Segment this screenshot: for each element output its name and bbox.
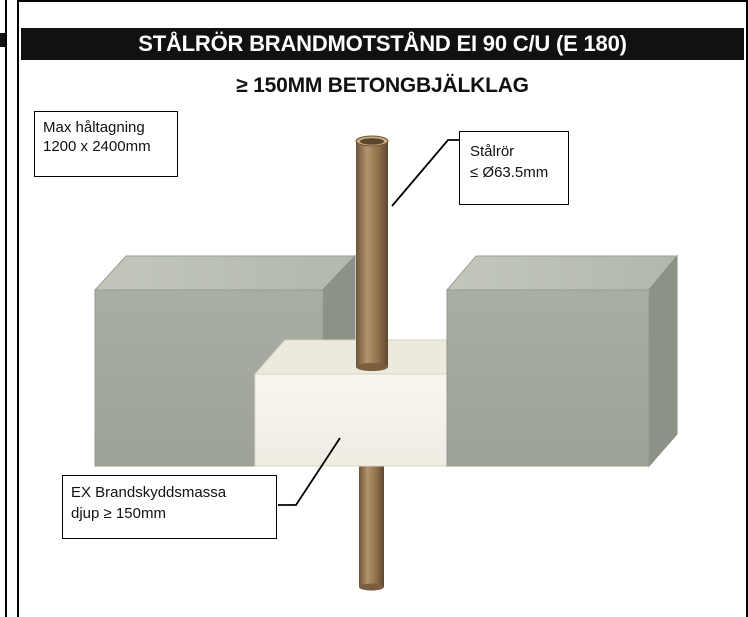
max-opening-label: Max håltagning 1200 x 2400mm [34, 111, 178, 177]
left-edge-mark [0, 33, 5, 47]
diagram-frame [17, 0, 748, 617]
steel-pipe [355, 135, 389, 371]
right-concrete-slab [445, 254, 679, 468]
max-opening-line2: 1200 x 2400mm [43, 138, 151, 155]
page-subtitle: ≥ 150MM BETONGBJÄLKLAG [236, 74, 529, 97]
steel-pipe-leader-line [391, 139, 460, 207]
steel-pipe-label: Stålrör ≤ Ø63.5mm [459, 131, 569, 205]
left-page-edge [0, 0, 7, 617]
steel-pipe-line2: ≤ Ø63.5mm [470, 164, 549, 181]
page-title: STÅLRÖR BRANDMOTSTÅND EI 90 C/U (E 180) [21, 28, 744, 60]
fire-sealant-line2: djup ≥ 150mm [71, 505, 166, 522]
fire-sealant-label: EX Brandskyddsmassa djup ≥ 150mm [62, 475, 277, 539]
fire-sealant-leader-line [278, 437, 341, 506]
fire-sealant-line1: EX Brandskyddsmassa [71, 484, 227, 501]
steel-pipe-line1: Stålrör [470, 143, 515, 160]
max-opening-line1: Max håltagning [43, 119, 145, 136]
